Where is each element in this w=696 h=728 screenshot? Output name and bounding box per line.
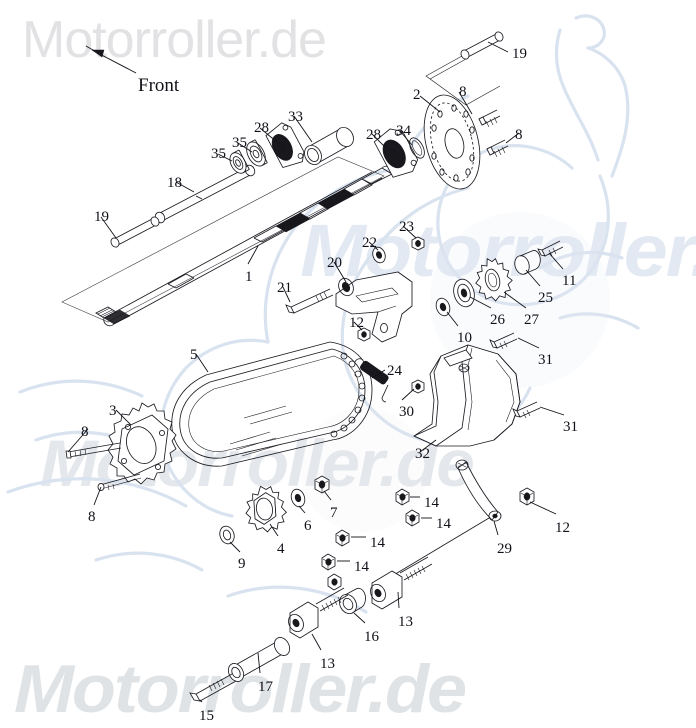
callout-bearing-flange-right: 28 <box>366 127 381 143</box>
nut-14-e <box>327 573 342 591</box>
front-direction-arrow <box>85 45 137 74</box>
callout-bolt-mount: 15 <box>199 708 214 724</box>
callout-collar-drive-sprocket: 9 <box>238 556 246 572</box>
callout-rear-axle-shaft: 1 <box>245 269 253 285</box>
callout-screw-chain-guard-upper: 31 <box>538 352 553 368</box>
callout-bolt-tensioner-pivot: 21 <box>277 280 292 296</box>
washer-22 <box>372 246 386 264</box>
callout-idler-sprocket: 27 <box>524 312 539 328</box>
bolt-8-hub-upper <box>478 109 501 128</box>
nut-30 <box>411 379 425 394</box>
idler-sprocket-27 <box>475 257 513 302</box>
front-direction-label: Front <box>138 75 180 96</box>
bolt-21-tensioner-pivot <box>285 288 334 314</box>
bearing-races-35 <box>229 139 268 174</box>
callout-bolt-idler: 11 <box>562 273 577 289</box>
nut-7 <box>314 475 330 494</box>
callout-drive-chain: 5 <box>190 347 198 363</box>
nut-14-c <box>335 529 350 547</box>
nut-12-tensioner <box>357 327 371 342</box>
bearing-flange-28-left <box>265 122 305 169</box>
callout-nut-mount-d: 14 <box>354 559 369 575</box>
rear-sprocket-3 <box>107 402 177 485</box>
screw-31-lower <box>512 401 541 419</box>
callout-mount-block-upper: 13 <box>398 614 413 630</box>
drive-chain-5 <box>171 341 373 467</box>
spacer-tube-19-upper <box>425 31 504 106</box>
washer-6 <box>290 488 306 508</box>
callout-bearing-idler: 26 <box>490 312 505 328</box>
bearing-26 <box>453 278 475 308</box>
mount-block-13-lower <box>288 601 319 639</box>
bolt-11 <box>537 240 564 257</box>
bearing-flange-28-right <box>373 128 419 178</box>
spacer-sleeve-17 <box>227 637 291 682</box>
callout-bolt-sprocket-lower: 8 <box>88 509 96 525</box>
nut-14-a <box>395 488 410 506</box>
bolt-8-sprocket-upper <box>65 442 122 459</box>
callout-nut-mount-a: 14 <box>424 495 439 511</box>
callout-collar-idler: 25 <box>538 290 553 306</box>
stud-13-upper <box>399 556 433 581</box>
spacer-tube-19-lower <box>110 216 160 248</box>
collar-9 <box>219 525 235 545</box>
nut-12-torque-arm <box>519 487 535 506</box>
callout-chain-tensioner-bracket: 20 <box>327 255 342 271</box>
callout-nut-torque-arm: 12 <box>555 520 570 536</box>
callout-bolt-sprocket-upper: 8 <box>81 424 89 440</box>
callout-nut-mount-b: 14 <box>436 516 451 532</box>
mount-block-13-upper <box>370 570 403 610</box>
rear-axle-shaft-assembly <box>61 156 393 327</box>
bolt-15 <box>189 673 237 702</box>
screw-31-upper <box>489 332 518 350</box>
callout-washer-drive-sprocket: 6 <box>304 518 312 534</box>
callout-bearing-race-a: 35 <box>211 146 226 162</box>
callout-washer-tensioner: 22 <box>362 235 377 251</box>
callout-screw-chain-guard-lower: 31 <box>563 419 578 435</box>
callout-brake-disc-hub: 2 <box>413 87 421 103</box>
drive-sprocket-4 <box>245 485 287 533</box>
callout-nut-tensioner-lower: 12 <box>349 315 364 331</box>
callout-chain-guard: 32 <box>415 446 430 462</box>
stud-13-lower <box>315 587 349 612</box>
callout-nut-mount-c: 14 <box>370 535 385 551</box>
washer-10 <box>435 297 451 317</box>
callout-mount-block-lower: 13 <box>320 656 335 672</box>
callout-spacer-sleeve: 17 <box>258 679 273 695</box>
callout-leader-lines <box>67 41 565 703</box>
callout-sleeve-collar: 33 <box>288 109 303 125</box>
callout-bushing-mount: 16 <box>364 629 379 645</box>
callout-nut-drive-sprocket: 7 <box>330 505 338 521</box>
callout-bolt-hub-lower: 8 <box>515 127 523 143</box>
nut-14-d <box>321 553 336 571</box>
bushing-16 <box>339 587 366 615</box>
brake-disc-hub-2 <box>423 94 481 190</box>
callout-tension-spring: 24 <box>387 363 402 379</box>
callout-washer-idler: 10 <box>457 330 472 346</box>
chain-tensioner-bracket-20 <box>335 271 413 343</box>
callout-bolt-hub-upper: 8 <box>459 84 467 100</box>
callout-o-ring: 34 <box>396 123 411 139</box>
callout-drive-sprocket: 4 <box>277 541 285 557</box>
nut-14-b <box>405 509 420 527</box>
callout-torque-arm: 29 <box>497 541 512 557</box>
chain-guard-32 <box>413 344 521 447</box>
callout-spacer-tube-lower: 19 <box>94 209 109 225</box>
bolt-8-hub-lower <box>486 139 509 158</box>
collar-25 <box>514 250 541 275</box>
callout-bearing-flange-left: 28 <box>254 120 269 136</box>
callout-nut-spring-anchor: 30 <box>399 404 414 420</box>
callout-axle-spacer-tube: 18 <box>167 175 182 191</box>
callout-bearing-race-b: 35 <box>232 135 247 151</box>
sleeve-collar-33 <box>304 126 354 166</box>
callout-nut-tensioner-top: 23 <box>399 219 414 235</box>
callout-rear-sprocket: 3 <box>109 403 117 419</box>
nut-23 <box>411 236 425 251</box>
o-ring-34 <box>409 137 425 159</box>
callout-spacer-tube-upper: 19 <box>512 46 527 62</box>
